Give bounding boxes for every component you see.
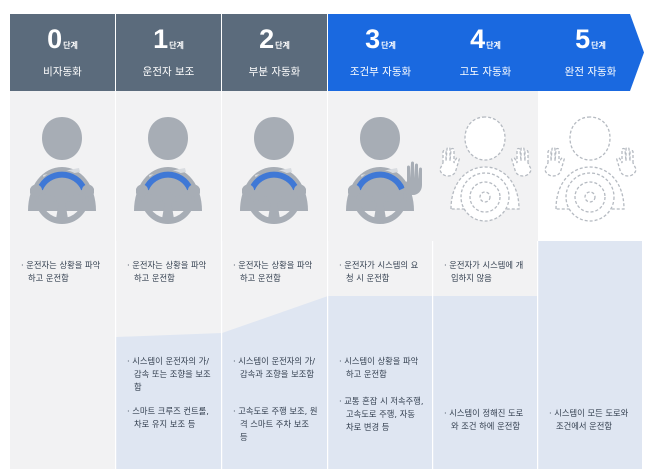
- driver-hands-on-wheel-icon: [116, 105, 221, 230]
- driver-hands-on-wheel-icon: [222, 105, 327, 230]
- level-1-system-text: · 시스템이 운전자의 가/감속 또는 조향을 보조함: [127, 356, 211, 392]
- level-1-number: 1단계: [153, 24, 184, 54]
- level-5-number: 5단계: [575, 24, 606, 54]
- level-2-system-text: · 시스템이 운전자의 가/감속과 조향을 보조함: [233, 356, 316, 379]
- system-share-band: [10, 241, 642, 469]
- level-2-number: 2단계: [259, 24, 290, 54]
- driver-one-hand-raised-icon: [328, 105, 433, 230]
- level-1-driver-text: · 운전자는 상황을 파악하고 운전함: [127, 260, 207, 283]
- level-4-system-text: · 시스템이 정해진 도로와 조건 하에 운전함: [444, 408, 524, 431]
- level-2-name: 부분 자동화: [248, 66, 301, 78]
- level-3-number: 3단계: [365, 24, 396, 54]
- level-3-system-text: · 시스템이 상황을 파악하고 운전함: [339, 356, 419, 379]
- level-5-header: 5단계 완전 자동화: [538, 14, 643, 91]
- level-0-number: 0단계: [47, 24, 78, 54]
- level-4-name: 고도 자동화: [459, 66, 512, 78]
- level-5-header-arrow: [538, 14, 644, 91]
- level-4-number: 4단계: [470, 24, 501, 54]
- level-0-driver-text: · 운전자는 상황을 파악하고 운전함: [21, 260, 101, 283]
- level-3-driver-text: · 운전자가 시스템의 요청 시 운전함: [339, 260, 419, 283]
- level-3-system-example: · 교통 혼잡 시 저속주행, 고속도로 주행, 자동 차로 변경 등: [339, 396, 424, 432]
- driver-hands-on-wheel-icon: [10, 105, 115, 230]
- level-0-name: 비자동화: [43, 66, 82, 78]
- level-1-name: 운전자 보조: [142, 66, 195, 78]
- level-5-name: 완전 자동화: [564, 66, 617, 78]
- level-3-header: 3단계 조건부 자동화: [328, 14, 433, 91]
- driver-hands-off-dashed-icon: [433, 105, 538, 230]
- level-1-header: 1단계 운전자 보조: [116, 14, 221, 91]
- level-4-driver-text: · 운전자가 시스템에 개입하지 않음: [444, 260, 524, 283]
- level-2-driver-text: · 운전자는 상황을 파악하고 운전함: [233, 260, 313, 283]
- level-2-header: 2단계 부분 자동화: [222, 14, 327, 91]
- level-3-name: 조건부 자동화: [349, 66, 412, 78]
- driver-hands-off-dashed-icon: [538, 105, 643, 230]
- level-4-header: 4단계 고도 자동화: [433, 14, 538, 91]
- level-0-header: 0단계 비자동화: [10, 14, 115, 91]
- level-5-system-text: · 시스템이 모든 도로와 조건에서 운전함: [549, 408, 629, 431]
- level-1-system-example: · 스마트 크루즈 컨트롤, 차로 유지 보조 등: [127, 406, 209, 429]
- level-2-system-example: · 고속도로 주행 보조, 원격 스마트 주차 보조 등: [233, 406, 318, 442]
